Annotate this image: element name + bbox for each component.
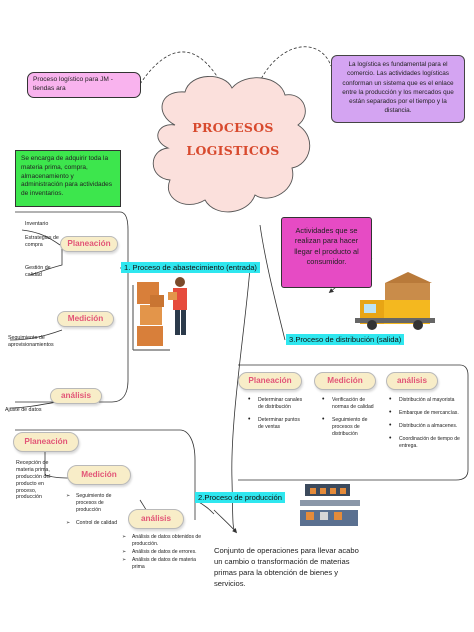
title-line1: PROCESOS (192, 120, 274, 135)
s2-conclusion: Conjunto de operaciones para llevar acab… (214, 546, 359, 588)
s3-plan-item: Determinar puntos de ventas (248, 415, 304, 431)
s2-planeacion-pill: Planeación (13, 432, 79, 452)
s3-ana-item: Distribución a almacenes. (389, 421, 467, 430)
note-green: Se encarga de adquirir toda la materia p… (15, 150, 121, 207)
s2-ana-item: Análisis de datos obtenidos de producció… (122, 534, 202, 548)
s3-planeacion-pill: Planeación (238, 372, 302, 390)
s3-plan-list: Determinar canales de distribución Deter… (248, 395, 304, 437)
s3-plan-item: Determinar canales de distribución (248, 395, 304, 411)
s3-medicion-pill: Medición (314, 372, 376, 390)
main-title: PROCESOS LOGISTICOS (178, 116, 288, 162)
s2-med-item: Control de calidad (66, 520, 124, 527)
s3-med-item: Seguimiento de procesos de distribución (322, 415, 380, 438)
s1-planeacion-pill: Planeación (60, 236, 118, 252)
s3-med-item: Verificación de normas de calidad (322, 395, 380, 411)
item-gestion: Gestión de calidad (25, 265, 51, 278)
s1-seguimiento: Seguimiento de aprovisionamientos (8, 335, 54, 348)
note-magenta: Actividades que se realizan para hacer l… (281, 217, 372, 288)
s3-ana-item: Embarque de mercancías. (389, 408, 467, 417)
s3-analisis-pill: análisis (386, 372, 438, 390)
warehouse-worker-illustration (132, 277, 187, 351)
s2-ana-item: Análisis de datos de materia prima (122, 557, 202, 571)
s3-label: 3.Proceso de distribución (salida) (286, 334, 405, 345)
s2-analisis-pill: análisis (128, 509, 184, 529)
s2-plan-text: Recepción de materia prima, producción d… (16, 460, 51, 501)
s1-medicion-pill: Medición (57, 311, 114, 327)
s3-ana-list: Distribución al mayorista Embarque de me… (389, 395, 467, 455)
title-line2: LOGISTICOS (186, 143, 280, 159)
s1-label: 1. Proceso de abastecimiento (entrada) (121, 262, 260, 273)
s3-ana-item: Distribución al mayorista (389, 395, 467, 404)
item-inventario: Inventario (25, 221, 49, 227)
s2-ana-item: Análisis de datos de errores. (122, 549, 202, 556)
s1-ajuste: Ajuste de datos (5, 407, 42, 413)
s2-label: 2.Proceso de producción (195, 492, 286, 503)
s3-med-list: Verificación de normas de calidad Seguim… (322, 395, 380, 443)
note-top-left: Proceso logístico para JM - tiendas ara (27, 72, 141, 98)
s2-medicion-pill: Medición (67, 465, 131, 485)
s2-med-list: Seguimiento de procesos de producción Co… (66, 493, 124, 533)
s2-med-item: Seguimiento de procesos de producción (66, 493, 124, 514)
s1-analisis-pill: análisis (50, 388, 102, 404)
item-estrategias: Estrategias de compra (25, 235, 59, 248)
s3-ana-item: Coordinación de tiempo de entrega. (389, 434, 467, 450)
s2-ana-list: Análisis de datos obtenidos de producció… (122, 534, 202, 571)
production-line-illustration (300, 484, 360, 526)
note-top-right: La logística es fundamental para el come… (331, 55, 465, 123)
delivery-truck-illustration (355, 272, 435, 330)
cloud-shape (152, 76, 311, 213)
